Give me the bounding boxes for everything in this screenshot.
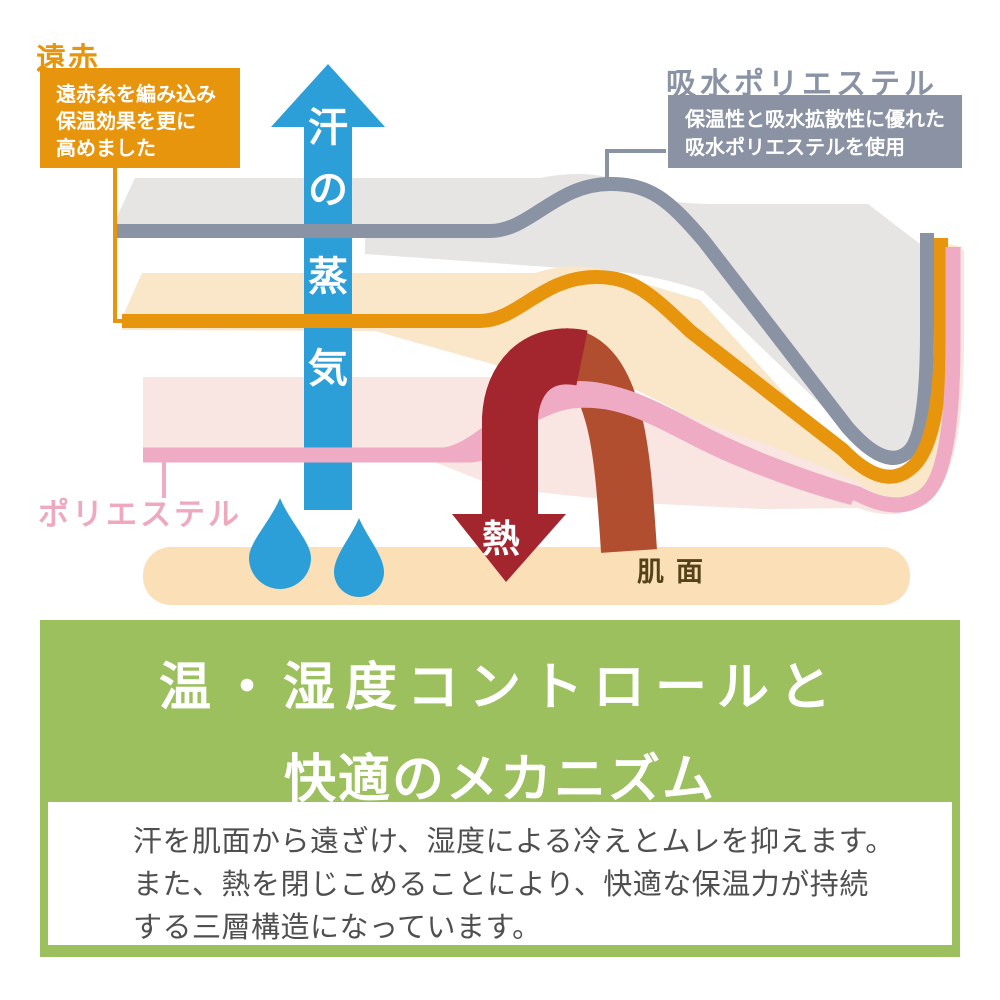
top-layer-edge bbox=[113, 176, 934, 465]
enseki-connector-line bbox=[113, 168, 124, 323]
callout-line: 遠赤糸を編み込み bbox=[56, 84, 216, 106]
panel-body-line: また、熱を閉じこめることにより、快適な保温力が持続 bbox=[133, 869, 869, 901]
top-layer-surface bbox=[113, 174, 928, 457]
bottom-layer-edge-crest bbox=[438, 381, 857, 505]
callout-line: 高めました bbox=[56, 138, 156, 160]
sweat-vapor-char: 汗 bbox=[308, 106, 348, 150]
heat-rising-ribbon bbox=[559, 328, 657, 553]
heat-down-ribbon bbox=[482, 328, 588, 520]
panel-body-line: 汗を肌面から遠ざけ、湿度による冷えとムレを抑えます。 bbox=[133, 826, 895, 858]
fabric-layers-diagram: 汗 の 蒸 気 熱 肌面 ポリエステル bbox=[38, 64, 964, 605]
middle-layer-edge bbox=[122, 238, 948, 484]
absorbent-polyester-callout: 保温性と吸水拡散性に優れた 吸水ポリエステルを使用 bbox=[668, 95, 962, 168]
sweat-vapor-up-arrow-icon bbox=[271, 64, 385, 510]
sweat-vapor-char: 気 bbox=[308, 347, 348, 391]
far-infrared-callout: 遠赤糸を編み込み 保温効果を更に 高めました bbox=[40, 68, 240, 168]
callout-line: 吸水ポリエステルを使用 bbox=[685, 137, 905, 159]
panel-body: 汗を肌面から遠ざけ、湿度による冷えとムレを抑えます。 また、熱を閉じこめることに… bbox=[48, 802, 952, 945]
sweat-vapor-char: の bbox=[308, 168, 348, 212]
skin-label: 肌面 bbox=[637, 557, 715, 587]
panel-title-line1: 温・湿度コントロールと bbox=[158, 659, 841, 717]
sweat-drop-icon bbox=[249, 498, 311, 589]
panel-body-line: する三層構造になっています。 bbox=[133, 912, 542, 944]
panel-title-line2: 快適のメカニズム bbox=[283, 751, 716, 809]
heat-down-arrow-icon bbox=[452, 514, 566, 582]
polyester-label: ポリエステル bbox=[38, 497, 242, 532]
kyusui-connector-line bbox=[605, 149, 666, 181]
callout-line: 保温性と吸水拡散性に優れた bbox=[685, 109, 945, 131]
mechanism-panel: 温・湿度コントロールと 快適のメカニズム 汗を肌面から遠ざけ、湿度による冷えとム… bbox=[40, 620, 960, 957]
skin-surface bbox=[143, 547, 910, 605]
heat-label: 熱 bbox=[482, 519, 520, 561]
sweat-drop-icon bbox=[334, 518, 384, 597]
callout-line: 保温効果を更に bbox=[56, 111, 196, 133]
sweat-vapor-char: 蒸 bbox=[308, 255, 348, 299]
